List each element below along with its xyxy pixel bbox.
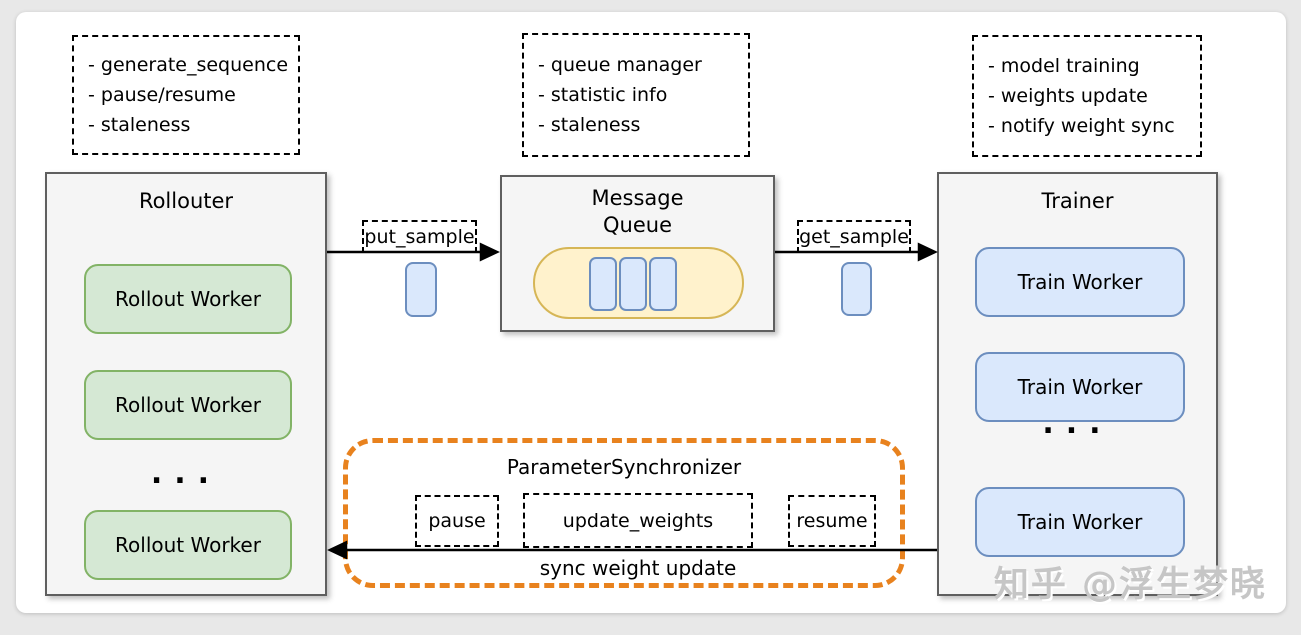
trainer-title: Trainer [1041,189,1114,213]
annotation-line: - queue manager [538,54,702,76]
rollouter-ellipsis: ... [150,456,222,491]
rollout-worker-node: Rollout Worker [84,264,292,334]
put-sample-label: put_sample [362,220,477,253]
trainer-ellipsis: ... [1042,406,1113,441]
queue-sample-slot [649,257,677,311]
parameter-synchronizer-title: ParameterSynchronizer [506,455,742,479]
parameter-synchronizer-box: ParameterSynchronizer pause update_weigh… [343,438,905,588]
train-worker-node: Train Worker [975,247,1185,317]
queue-sample-slot [589,257,617,311]
sync-weight-update-label: sync weight update [539,556,737,580]
update-weights-method-chip: update_weights [523,493,753,548]
annotation-line: - notify weight sync [988,115,1175,137]
get-sample-token [841,262,872,316]
annotation-line: - staleness [538,114,641,136]
annotation-line: - statistic info [538,84,668,106]
annotation-line: - model training [988,55,1140,77]
put-sample-token [405,262,437,317]
rollouter-title: Rollouter [138,189,234,213]
get-sample-label: get_sample [797,220,911,253]
message-queue-container: Message Queue [500,175,775,332]
annotation-line: - staleness [88,114,191,136]
train-worker-node: Train Worker [975,487,1185,557]
resume-method-chip: resume [788,495,876,547]
queue-pill [533,247,744,319]
pause-method-chip: pause [415,495,499,547]
rollout-worker-node: Rollout Worker [84,370,292,440]
annotation-line: - weights update [988,85,1148,107]
zhihu-watermark: 知乎 @浮生梦晓 [993,565,1267,605]
rollout-worker-node: Rollout Worker [84,510,292,580]
annotation-line: - pause/resume [88,84,236,106]
rollouter-annotation-note: - generate_sequence - pause/resume - sta… [72,35,300,155]
train-worker-node: Train Worker [975,352,1185,422]
queue-sample-slot [619,257,647,311]
rollouter-container: Rollouter Rollout Worker Rollout Worker … [45,172,327,596]
annotation-line: - generate_sequence [88,54,289,76]
trainer-annotation-note: - model training - weights update - noti… [972,35,1202,157]
message-queue-title: Message Queue [591,186,684,237]
trainer-container: Trainer Train Worker Train Worker ... Tr… [937,172,1218,596]
queue-annotation-note: - queue manager - statistic info - stale… [522,33,750,157]
